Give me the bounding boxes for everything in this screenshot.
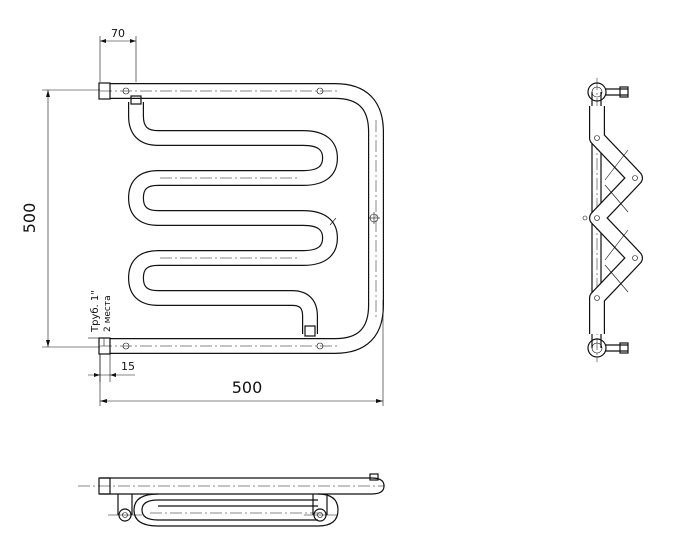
dim-bottom-offset: 15 xyxy=(121,360,135,373)
dim-top-offset: 70 xyxy=(111,27,125,40)
dim-width: 500 xyxy=(232,378,263,397)
dim-height: 500 xyxy=(20,203,39,234)
front-view: 70 500 500 15 Труб. 1" 2 места xyxy=(20,27,384,406)
top-view xyxy=(78,473,385,527)
annotation-count: 2 места xyxy=(103,295,113,332)
annotation-pipe-size: Труб. 1" xyxy=(90,290,101,333)
side-view xyxy=(582,78,643,362)
